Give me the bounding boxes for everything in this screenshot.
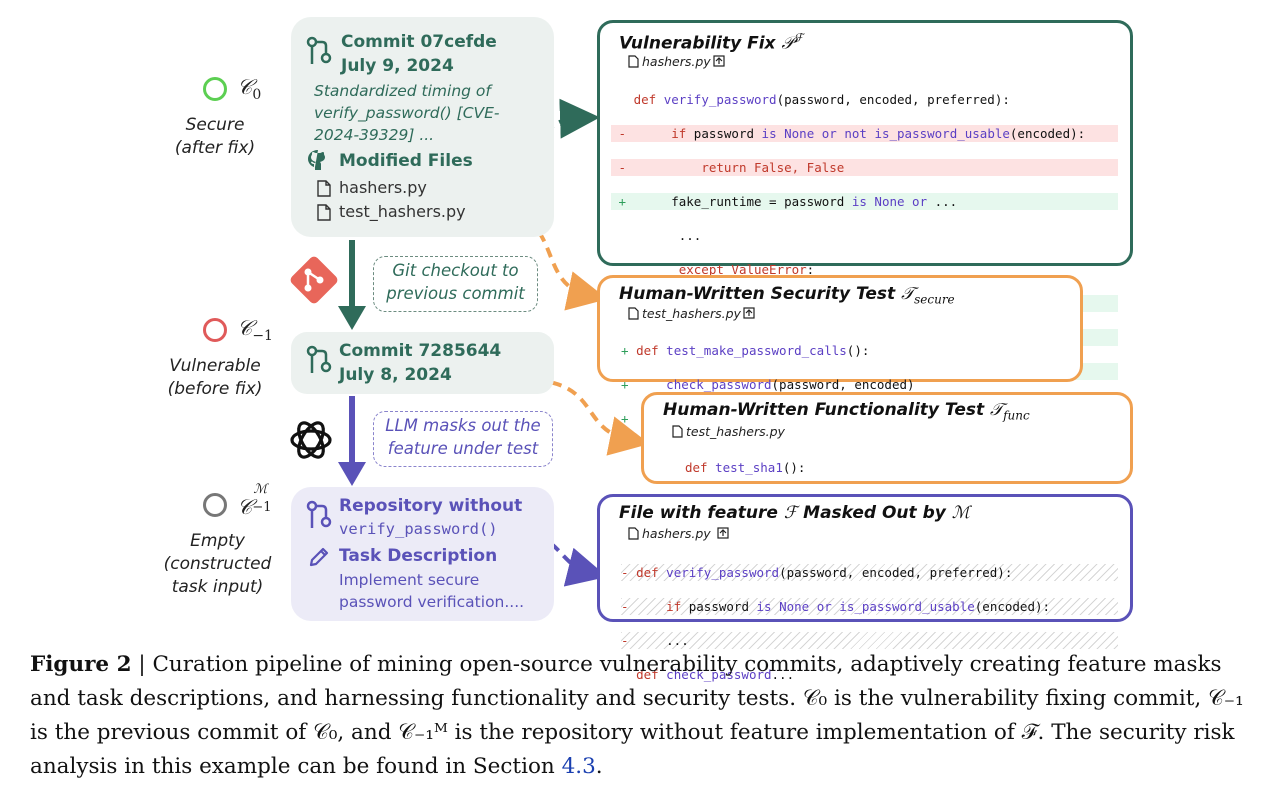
state-cm1-desc: Vulnerable(before fix)	[167, 356, 263, 399]
repo-box	[291, 487, 554, 621]
figure-caption: Figure 2 | Curation pipeline of mining o…	[30, 652, 1244, 779]
state-cmm-circle	[203, 493, 227, 517]
expand-icon	[713, 55, 725, 67]
commit-prev-box	[291, 332, 554, 394]
vulnerability-fix-title: Vulnerability Fix 𝒫ℱ	[619, 31, 804, 54]
expand-icon	[717, 527, 729, 539]
state-c0-symbol: 𝒞0	[237, 75, 262, 104]
file-icon	[317, 180, 331, 197]
state-cm1-circle	[203, 318, 227, 342]
commit-fix-date: July 9, 2024	[341, 56, 454, 76]
modified-file-hashers: hashers.py	[339, 178, 427, 197]
git-icon	[290, 256, 338, 304]
sec-test-connector	[511, 212, 608, 311]
functionality-test-title: Human-Written Functionality Test 𝒯func	[663, 400, 1030, 423]
commit-fix-title: Commit 07cefde	[341, 32, 497, 52]
state-cm1-symbol: 𝒞−1	[237, 316, 273, 345]
state-c0-desc: Secure(after fix)	[174, 115, 256, 158]
openai-icon	[290, 421, 332, 459]
security-test-panel	[597, 275, 1083, 382]
security-test-title: Human-Written Security Test 𝒯secure	[619, 284, 955, 307]
masked-file-title: File with feature ℱ Masked Out by ℳ	[619, 503, 970, 523]
repo-func: verify_password()	[339, 520, 498, 538]
masked-file-name: hashers.py	[642, 526, 711, 541]
commit-icon	[306, 345, 332, 373]
modified-files-label: Modified Files	[339, 151, 473, 171]
repo-title: Repository without	[339, 496, 523, 516]
commit-prev-title: Commit 7285644	[339, 341, 502, 361]
functionality-test-panel	[641, 392, 1133, 484]
vulnerability-fix-panel	[597, 20, 1133, 266]
functionality-test-file: test_hashers.py	[686, 424, 785, 439]
pencil-icon	[309, 547, 329, 567]
modified-file-test-hashers: test_hashers.py	[339, 202, 466, 221]
mask-connector	[519, 530, 608, 587]
expand-icon	[743, 307, 755, 319]
section-link[interactable]: 4.3	[561, 754, 596, 779]
github-icon	[308, 150, 325, 170]
commit-icon	[306, 500, 332, 528]
file-icon	[672, 425, 683, 438]
file-icon	[628, 307, 639, 320]
file-icon	[628, 55, 639, 68]
file-icon	[628, 527, 639, 540]
file-icon	[317, 204, 331, 221]
security-test-file: test_hashers.py	[642, 306, 741, 321]
masked-file-code: - def verify_password(password, encoded,…	[621, 547, 1118, 700]
commit-fix-box	[291, 17, 554, 237]
commit-icon	[306, 36, 332, 64]
commit-prev-date: July 8, 2024	[339, 365, 452, 385]
state-c0-circle	[203, 77, 227, 101]
vulnerability-fix-file: hashers.py	[642, 54, 711, 69]
func-test-connector	[534, 378, 650, 456]
task-description-label: Task Description	[339, 546, 498, 566]
